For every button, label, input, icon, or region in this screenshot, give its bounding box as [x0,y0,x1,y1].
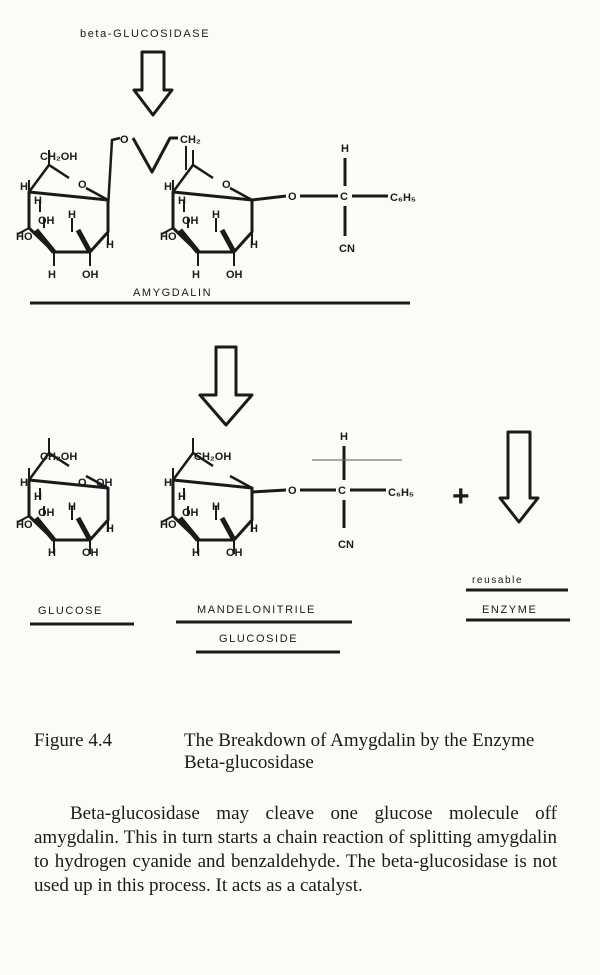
svg-text:OH: OH [182,507,199,519]
svg-text:O: O [222,179,231,191]
enzyme-label: beta-GLUCOSIDASE [80,28,210,40]
svg-text:H: H [250,239,258,251]
svg-text:CH₂OH: CH₂OH [40,451,77,463]
glucose-label: GLUCOSE [38,605,103,617]
svg-text:HO: HO [16,231,33,243]
svg-text:H: H [164,477,172,489]
amygdalin-label: AMYGDALIN [133,287,212,299]
figure-number: Figure 4.4 [34,730,113,751]
svg-text:CN: CN [339,243,355,255]
svg-text:HO: HO [160,519,177,531]
svg-text:OH: OH [226,547,243,559]
svg-text:H: H [68,209,76,221]
svg-text:H: H [20,477,28,489]
svg-text:OH: OH [182,215,199,227]
svg-text:H: H [106,239,114,251]
svg-text:H: H [68,501,76,513]
svg-text:H: H [192,547,200,559]
svg-text:H: H [192,269,200,281]
reusable-label: reusable [472,575,523,586]
svg-text:H: H [48,547,56,559]
mandelonitrile-group-top: O C C₆H₅ H CN [251,143,416,255]
svg-text:HO: HO [16,519,33,531]
enzyme-arrow-top-icon [132,50,174,117]
svg-text:OH: OH [96,477,113,489]
svg-text:OH: OH [38,215,55,227]
reaction-arrow-icon [198,345,254,427]
svg-text:C₆H₅: C₆H₅ [388,487,414,499]
svg-text:H: H [164,181,172,193]
ch2-label: CH₂ [180,134,201,146]
linkage-oxygen: O [120,134,129,146]
glucose-ring-2: O H H OH H HO H H OH [160,150,258,281]
svg-text:H: H [178,491,186,503]
svg-text:HO: HO [160,231,177,243]
svg-text:H: H [34,195,42,207]
svg-text:H: H [106,523,114,535]
mandelonitrile-group-bottom: O C C₆H₅ H CN [251,431,414,551]
svg-text:O: O [288,485,297,497]
svg-text:OH: OH [82,269,99,281]
mandelonitrile-label: MANDELONITRILE [197,604,316,616]
svg-text:OH: OH [38,507,55,519]
svg-text:H: H [212,501,220,513]
plus-sign: + [452,480,470,513]
svg-text:O: O [78,179,87,191]
glucose-ring-1: CH₂OH O H H OH H HO H H OH [16,150,114,281]
svg-text:C: C [340,191,348,203]
svg-text:OH: OH [82,547,99,559]
svg-text:O: O [78,477,87,489]
svg-text:H: H [212,209,220,221]
svg-text:C₆H₅: C₆H₅ [390,192,416,204]
glucose-ring-glucoside: CH₂OH H H OH H HO H H OH [160,438,258,559]
glucoside-label: GLUCOSIDE [219,633,298,645]
svg-text:C: C [338,485,346,497]
svg-text:H: H [250,523,258,535]
svg-text:H: H [340,431,348,443]
svg-text:H: H [341,143,349,155]
svg-text:H: H [20,181,28,193]
figure-title: The Breakdown of Amygdalin by the Enzyme… [184,730,535,773]
enzyme-arrow-bottom-icon [498,430,540,524]
svg-text:H: H [48,269,56,281]
svg-text:CN: CN [338,539,354,551]
svg-text:CH₂OH: CH₂OH [194,451,231,463]
svg-text:OH: OH [226,269,243,281]
amygdalin-breakdown-diagram: beta-GLUCOSIDASE O CH₂ CH₂OH O H H OH H … [0,28,570,654]
enzyme-label-bottom: ENZYME [482,604,537,616]
svg-text:H: H [178,195,186,207]
svg-text:CH₂OH: CH₂OH [40,151,77,163]
body-paragraph: Beta-glucosidase may cleave one glucose … [34,803,557,896]
glucose-ring-product: CH₂OH O OH H H OH H HO H H OH [16,438,114,559]
svg-text:H: H [34,491,42,503]
svg-text:O: O [288,191,297,203]
